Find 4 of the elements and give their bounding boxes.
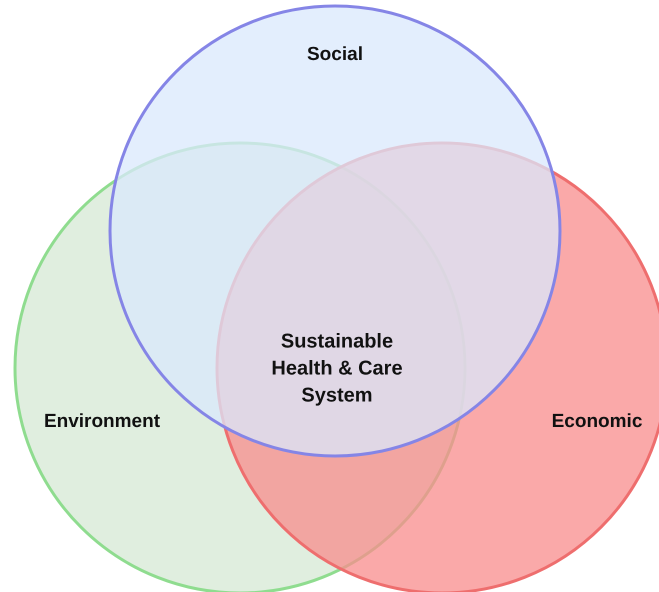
circle-label: Environment: [44, 411, 160, 433]
circle-label: Social: [307, 44, 363, 66]
center-label: Sustainable Health & Care System: [270, 330, 404, 408]
circle-label: Economic: [552, 411, 642, 433]
